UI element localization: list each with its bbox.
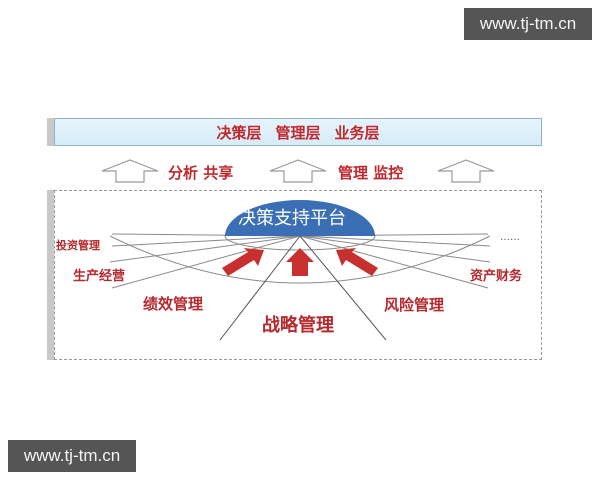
analysis-share-text: 分析 共享 <box>168 164 234 182</box>
diagram-panel <box>54 190 542 360</box>
module-production: 生产经营 <box>73 269 126 284</box>
module-more: …… <box>500 232 520 243</box>
module-strategy: 战略管理 <box>262 315 334 336</box>
platform-title: 决策支持平台 <box>238 208 346 229</box>
module-risk: 风险管理 <box>384 296 445 314</box>
manage-monitor-text: 管理 监控 <box>338 164 404 182</box>
watermark-top: www.tj-tm.cn <box>464 8 592 40</box>
layer-bar: 决策层 管理层 业务层 <box>54 118 542 146</box>
watermark-bottom: www.tj-tm.cn <box>8 440 136 472</box>
layer-business: 业务层 <box>334 123 380 142</box>
module-invest: 投资管理 <box>56 239 100 252</box>
layer-decision: 决策层 <box>216 123 262 142</box>
left-strip-panel <box>47 190 54 360</box>
up-arrows-icon <box>101 159 495 183</box>
flow-row: 分析 共享 管理 监控 <box>0 158 600 188</box>
module-finance: 资产财务 <box>470 269 523 284</box>
left-strip-top <box>47 118 54 146</box>
layer-management: 管理层 <box>275 123 321 142</box>
module-performance: 绩效管理 <box>143 295 204 313</box>
